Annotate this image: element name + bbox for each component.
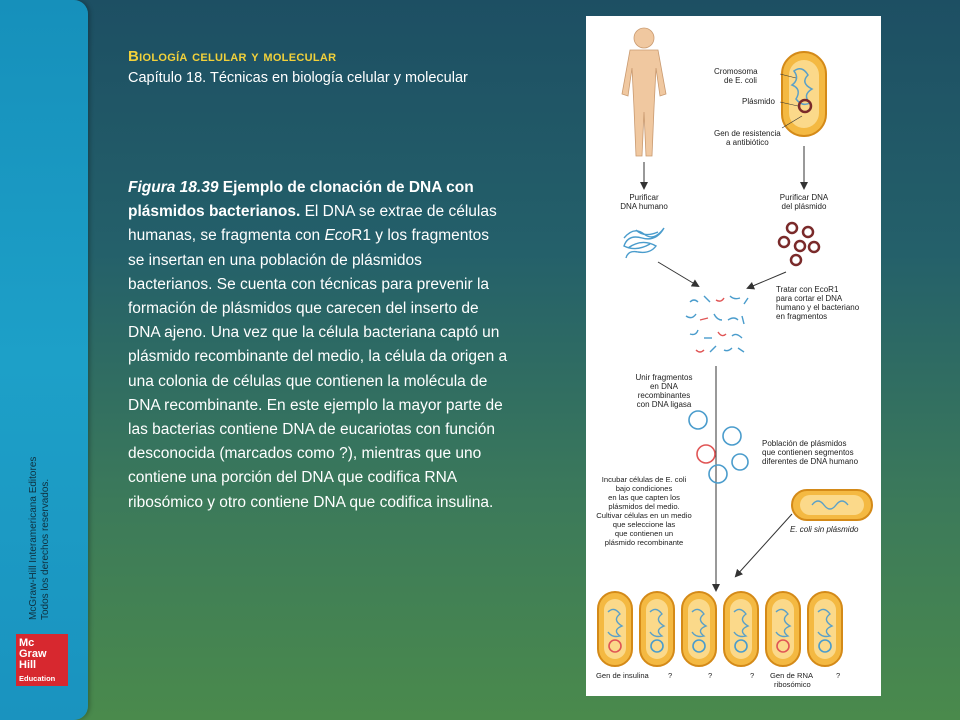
enzyme-name-rest: R1 <box>351 227 371 244</box>
dna-fragments-icon <box>686 296 748 352</box>
incubate-label: Incubar células de E. coli bajo condicio… <box>596 475 691 547</box>
label-incubate-2: bajo condiciones <box>616 484 673 493</box>
course-title: Biología celular y molecular <box>128 48 336 65</box>
copyright-notice: McGraw-Hill Interamericana Editores Todo… <box>28 457 52 620</box>
bacterium-6 <box>808 592 842 666</box>
label-unknown-4: ? <box>836 671 840 680</box>
label-ecor1-4: en fragmentos <box>776 312 827 321</box>
sidebar-band: McGraw-Hill Interamericana Editores Todo… <box>0 0 88 720</box>
label-incubate-1: Incubar células de E. coli <box>602 475 687 484</box>
figure-caption: Figura 18.39 Ejemplo de clonación de DNA… <box>128 176 508 515</box>
human-dna-icon <box>624 228 664 258</box>
ecor1-label: Tratar con EcoR1 para cortar el DNA huma… <box>776 285 860 321</box>
logo-text-education: Education <box>19 673 65 684</box>
cloning-figure: Cromosoma de E. coli Plásmido Gen de res… <box>586 16 881 696</box>
logo-text-hill: Hill <box>19 660 65 671</box>
ecoli-cell-icon <box>782 52 826 136</box>
label-chromosome-1: Cromosoma <box>714 67 758 76</box>
label-plasmid: Plásmido <box>742 97 775 106</box>
label-join-2: en DNA <box>650 382 679 391</box>
label-population-1: Población de plásmidos <box>762 439 847 448</box>
purified-plasmids-icon <box>779 223 819 265</box>
label-unknown-3: ? <box>750 671 754 680</box>
label-purify-human-2: DNA humano <box>620 202 668 211</box>
human-body-icon <box>622 28 666 156</box>
bottom-labels: Gen de insulina ? ? ? Gen de RNA ribosóm… <box>596 671 840 689</box>
top-labels: Cromosoma de E. coli Plásmido Gen de res… <box>714 67 781 147</box>
ecoli-no-plasmid-icon <box>792 490 872 520</box>
recombinant-plasmids-icon <box>689 411 748 483</box>
label-ecor1-2: para cortar el DNA <box>776 294 843 303</box>
enzyme-name-italic: Eco <box>324 227 351 244</box>
label-rrna-gene-1: Gen de RNA <box>770 671 814 680</box>
mcgraw-hill-logo: Mc Graw Hill Education <box>16 634 68 686</box>
label-resistance-2: a antibiótico <box>726 138 769 147</box>
bacterium-1 <box>598 592 632 666</box>
copyright-line-1: McGraw-Hill Interamericana Editores <box>28 457 40 620</box>
purify-labels: Purificar DNA humano Purificar DNA del p… <box>620 193 829 211</box>
transformed-bacteria-row <box>598 592 842 666</box>
label-resistance-1: Gen de resistencia <box>714 129 781 138</box>
label-incubate-5: Cultivar células en un medio <box>596 511 691 520</box>
cloning-diagram: Cromosoma de E. coli Plásmido Gen de res… <box>586 16 881 696</box>
join-label: Unir fragmentos en DNA recombinantes con… <box>636 373 693 409</box>
label-join-3: recombinantes <box>638 391 690 400</box>
bacterium-3 <box>682 592 716 666</box>
label-purify-plasmid-1: Purificar DNA <box>780 193 829 202</box>
label-ecoli-no-plasmid: E. coli sin plásmido <box>790 525 859 534</box>
population-label: Población de plásmidos que contienen seg… <box>762 439 859 466</box>
label-insulin-gene: Gen de insulina <box>596 671 650 680</box>
label-purify-human-1: Purificar <box>629 193 659 202</box>
label-chromosome-2: de E. coli <box>724 76 757 85</box>
svg-text:Cromosoma: Cromosoma <box>714 67 758 76</box>
label-incubate-4: plásmidos del medio. <box>608 502 679 511</box>
label-ecor1-3: humano y el bacteriano <box>776 303 860 312</box>
bacterium-2 <box>640 592 674 666</box>
figure-label: Figura 18.39 <box>128 179 218 196</box>
label-population-3: diferentes de DNA humano <box>762 457 859 466</box>
label-join-1: Unir fragmentos <box>636 373 693 382</box>
bacterium-5 <box>766 592 800 666</box>
chapter-subtitle: Capítulo 18. Técnicas en biología celula… <box>128 70 468 86</box>
caption-body-post: y los fragmentos se insertan en una pobl… <box>128 227 507 510</box>
label-ecor1-1: Tratar con EcoR1 <box>776 285 839 294</box>
bacterium-4 <box>724 592 758 666</box>
label-population-2: que contienen segmentos <box>762 448 854 457</box>
label-incubate-8: plásmido recombinante <box>605 538 684 547</box>
label-unknown-1: ? <box>668 671 672 680</box>
label-incubate-7: que contienen un <box>615 529 673 538</box>
label-purify-plasmid-2: del plásmido <box>782 202 827 211</box>
label-rrna-gene-2: ribosómico <box>774 680 811 689</box>
label-join-4: con DNA ligasa <box>637 400 692 409</box>
label-incubate-3: en las que capten los <box>608 493 680 502</box>
label-unknown-2: ? <box>708 671 712 680</box>
label-incubate-6: que seleccione las <box>613 520 676 529</box>
copyright-line-2: Todos los derechos reservados. <box>40 457 52 620</box>
